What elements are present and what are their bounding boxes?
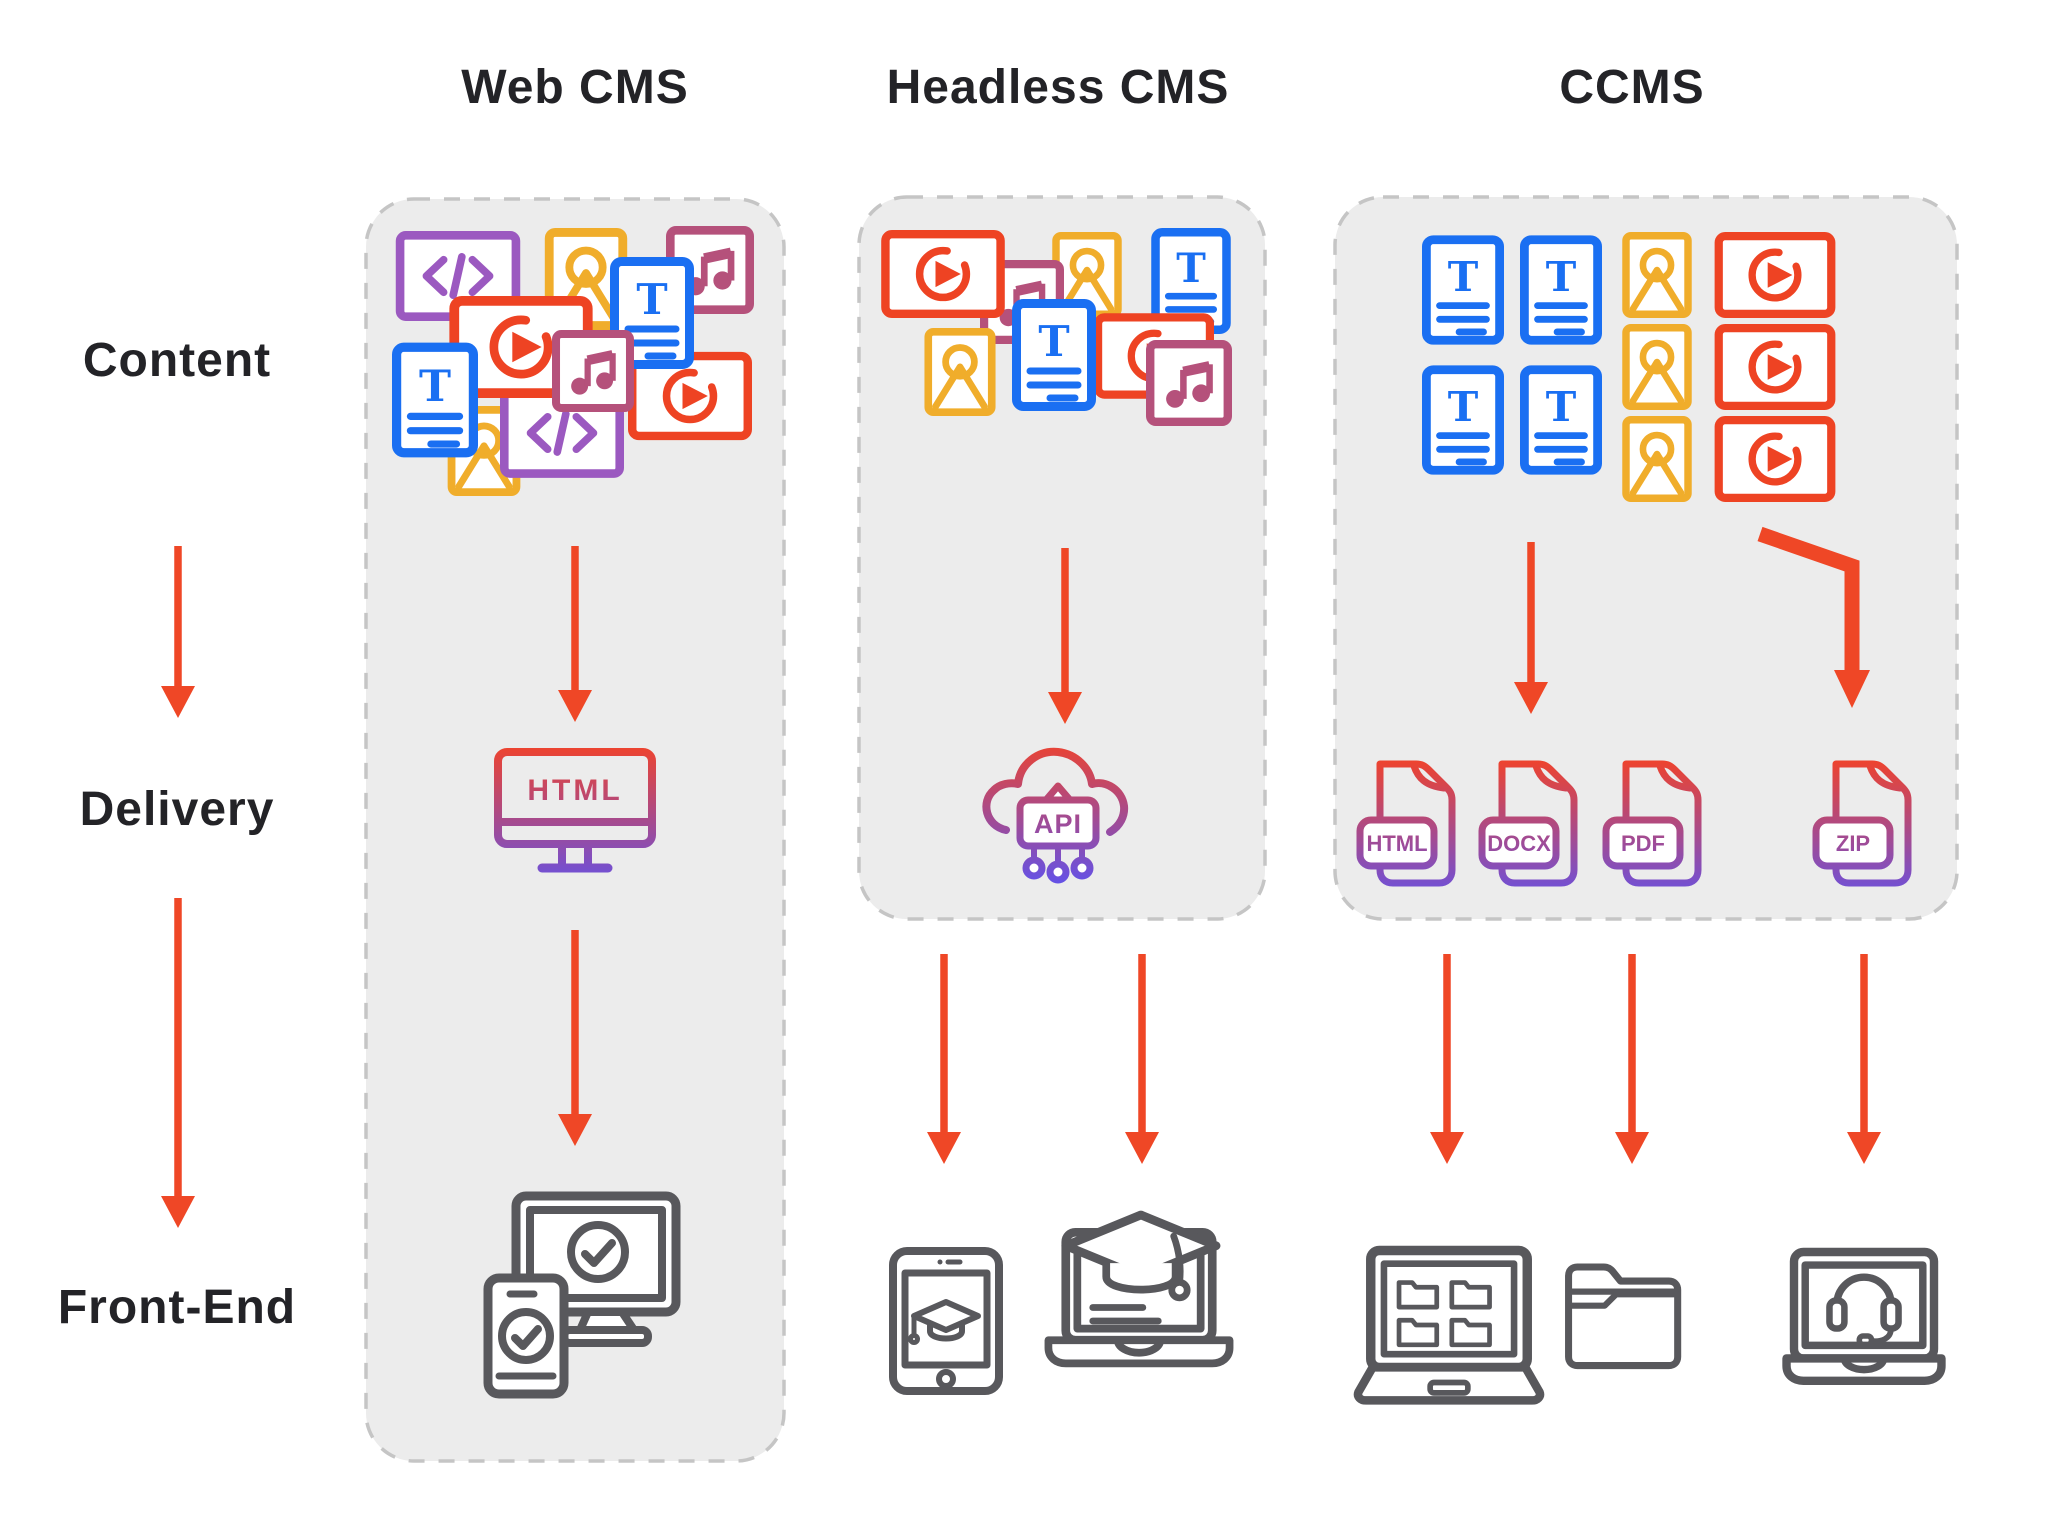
image-icon <box>918 328 1002 416</box>
column-header-ccms: CCMS <box>1559 61 1705 114</box>
bent-flow-arrow <box>1757 526 1870 708</box>
laptop-folders-icon <box>1350 1226 1548 1424</box>
api-cloud-icon: API <box>982 747 1129 884</box>
flow-arrow <box>1514 542 1548 714</box>
row-label-content: Content <box>82 334 272 387</box>
flow-arrow <box>927 954 961 1164</box>
flow-arrow <box>1847 954 1881 1164</box>
file-type-label: HTML <box>1366 831 1427 856</box>
column-header-headless-cms: Headless CMS <box>886 61 1230 114</box>
html-monitor-icon: HTML <box>494 748 656 873</box>
video-icon <box>1714 232 1836 318</box>
text-document-icon <box>1520 362 1602 478</box>
laptop-education-icon <box>1033 1190 1245 1396</box>
video-icon <box>1714 324 1836 410</box>
row-label-frontend: Front-End <box>57 1281 297 1334</box>
html-file-icon: HTML <box>1356 760 1456 887</box>
file-type-label: DOCX <box>1487 831 1551 856</box>
flow-arrow <box>1430 954 1464 1164</box>
text-document-icon <box>1520 232 1602 348</box>
panel-web-cms <box>364 197 786 1463</box>
flow-arrow <box>1048 548 1082 724</box>
flow-arrow <box>1615 954 1649 1164</box>
api-label: API <box>1034 809 1082 839</box>
video-icon <box>1714 416 1836 502</box>
file-type-label: ZIP <box>1836 831 1870 856</box>
flow-arrow <box>558 930 592 1146</box>
laptop-headset-icon <box>1766 1223 1962 1421</box>
text-document-icon <box>1422 232 1504 348</box>
flow-arrow-delivery-to-frontend <box>161 898 195 1228</box>
responsive-devices-icon <box>482 1190 682 1400</box>
row-label-delivery: Delivery <box>79 783 275 836</box>
column-header-web-cms: Web CMS <box>461 61 689 114</box>
monitor-screen-label: HTML <box>527 774 622 807</box>
music-icon <box>1146 340 1232 426</box>
file-type-label: PDF <box>1621 831 1665 856</box>
pdf-file-icon: PDF <box>1602 760 1702 887</box>
video-icon <box>880 230 1006 318</box>
flow-arrow-content-to-delivery <box>161 546 195 718</box>
text-document-icon <box>392 342 478 458</box>
text-document-icon <box>1422 362 1504 478</box>
image-icon <box>1616 232 1698 318</box>
tablet-education-icon <box>888 1246 1004 1396</box>
zip-file-icon: ZIP <box>1812 760 1912 887</box>
image-icon <box>1616 416 1698 502</box>
flow-arrow <box>1125 954 1159 1164</box>
music-icon <box>552 328 634 414</box>
flow-arrow <box>558 546 592 722</box>
text-document-icon <box>1012 298 1096 412</box>
folder-icon <box>1558 1234 1690 1388</box>
image-icon <box>1616 324 1698 410</box>
docx-file-icon: DOCX <box>1478 760 1578 887</box>
